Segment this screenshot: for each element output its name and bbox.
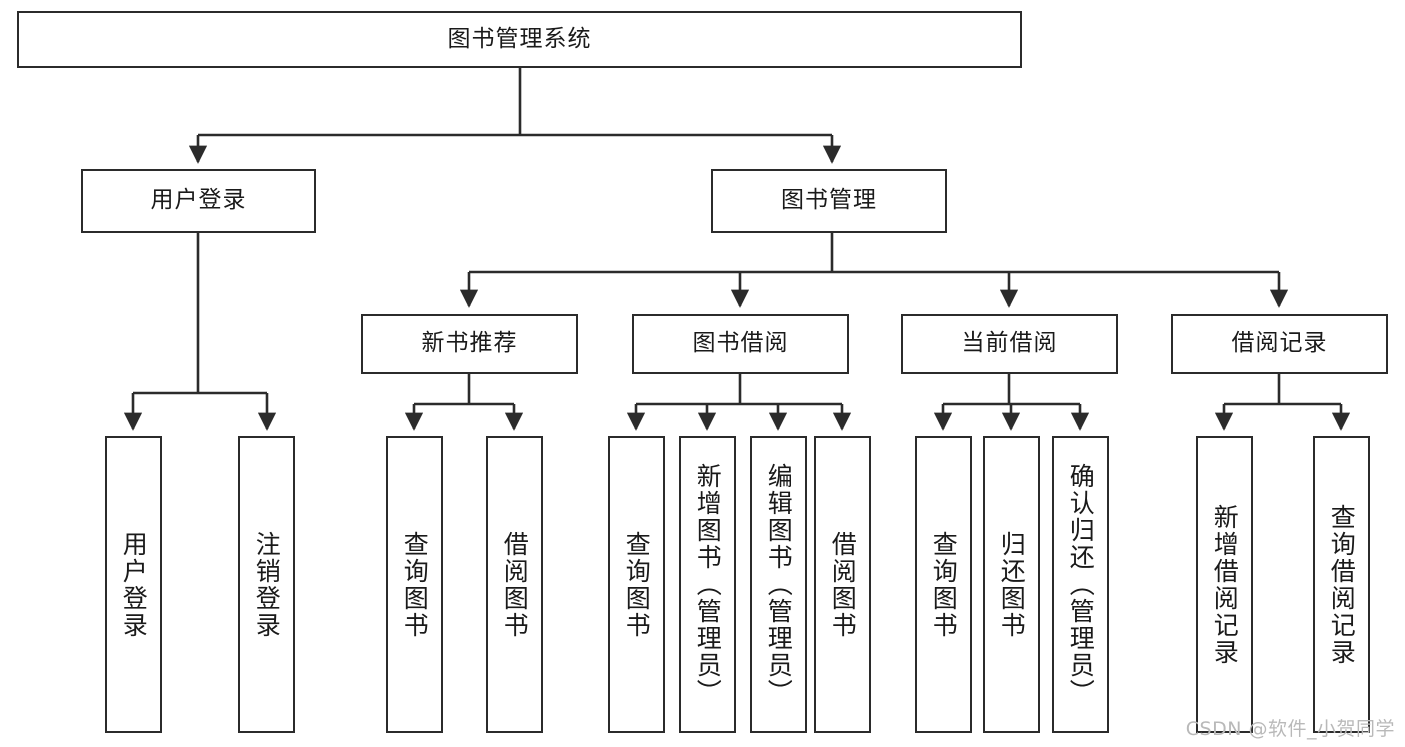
leaf-record-add-record[interactable]: 新增借阅记录 [1196, 436, 1253, 733]
node-label: 图书管理 [781, 187, 877, 214]
node-new-book-recommend[interactable]: 新书推荐 [361, 314, 578, 374]
node-label: 新书推荐 [421, 330, 518, 357]
node-label: 借阅图书 [500, 530, 530, 639]
node-label: 借阅记录 [1231, 330, 1328, 357]
node-borrow-record[interactable]: 借阅记录 [1171, 314, 1388, 374]
node-user-login[interactable]: 用户登录 [81, 169, 316, 233]
leaf-borrow-borrow-book[interactable]: 借阅图书 [814, 436, 871, 733]
leaf-recommend-borrow-book[interactable]: 借阅图书 [486, 436, 543, 733]
leaf-record-query-record[interactable]: 查询借阅记录 [1313, 436, 1370, 733]
node-label: 用户登录 [150, 187, 247, 214]
node-label: 查询借阅记录 [1327, 503, 1357, 666]
watermark-text: CSDN @软件_小贺同学 [1185, 718, 1395, 740]
node-label: 借阅图书 [828, 530, 858, 639]
leaf-borrow-add-book-admin[interactable]: 新增图书（管理员） [679, 436, 736, 733]
node-label: 查询图书 [400, 530, 430, 639]
node-current-borrow[interactable]: 当前借阅 [901, 314, 1118, 374]
node-label: 查询图书 [929, 530, 959, 639]
node-label: 新增图书（管理员） [693, 463, 723, 706]
node-label: 归还图书 [997, 530, 1027, 639]
leaf-current-query-book[interactable]: 查询图书 [915, 436, 972, 733]
node-label: 注销登录 [252, 530, 282, 639]
node-book-borrow[interactable]: 图书借阅 [632, 314, 849, 374]
leaf-user-login-signout[interactable]: 注销登录 [238, 436, 295, 733]
node-label: 确认归还（管理员） [1066, 463, 1096, 706]
node-label: 编辑图书（管理员） [764, 463, 794, 706]
leaf-user-login-signin[interactable]: 用户登录 [105, 436, 162, 733]
leaf-borrow-edit-book-admin[interactable]: 编辑图书（管理员） [750, 436, 807, 733]
node-label: 查询图书 [622, 530, 652, 639]
node-book-management[interactable]: 图书管理 [711, 169, 947, 233]
leaf-recommend-query-book[interactable]: 查询图书 [386, 436, 443, 733]
node-label: 图书管理系统 [447, 25, 592, 52]
node-label: 图书借阅 [692, 330, 789, 357]
node-label: 新增借阅记录 [1210, 503, 1240, 666]
leaf-borrow-query-book[interactable]: 查询图书 [608, 436, 665, 733]
node-label: 用户登录 [119, 530, 149, 639]
node-root-system[interactable]: 图书管理系统 [17, 11, 1022, 68]
node-label: 当前借阅 [961, 330, 1058, 357]
leaf-current-return-book[interactable]: 归还图书 [983, 436, 1040, 733]
leaf-current-confirm-return-admin[interactable]: 确认归还（管理员） [1052, 436, 1109, 733]
